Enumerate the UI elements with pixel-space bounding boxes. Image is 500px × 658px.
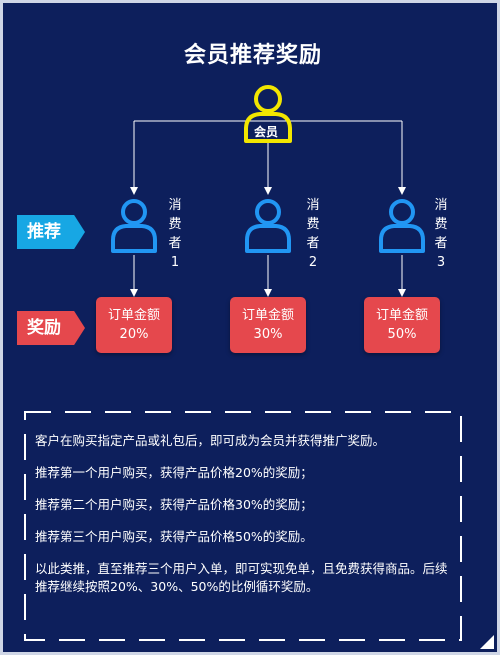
reward-tag: 奖励 — [17, 311, 85, 345]
reward-box-3: 订单金额 50% — [364, 297, 440, 353]
info-text: 客户在购买指定产品或礼包后，即可成为会员并获得推广奖励。 推荐第一个用户购买，获… — [35, 432, 455, 610]
recommend-tag: 推荐 — [17, 215, 85, 249]
info-line-1: 客户在购买指定产品或礼包后，即可成为会员并获得推广奖励。 — [35, 433, 386, 448]
info-line-4: 推荐第三个用户购买，获得产品价格50%的奖励。 — [35, 529, 313, 544]
reward-2-percent: 30% — [253, 327, 283, 342]
info-panel: 客户在购买指定产品或礼包后，即可成为会员并获得推广奖励。 推荐第一个用户购买，获… — [23, 410, 463, 642]
info-line-5: 以此类推，直至推荐三个用户入单，即可实现免单，且免费获得商品。后续推荐继续按照2… — [35, 561, 448, 594]
reward-2-label: 订单金额 — [241, 308, 294, 323]
consumer-2-icon — [245, 199, 291, 253]
consumer-1-icon — [111, 199, 157, 253]
reward-1-percent: 20% — [119, 327, 149, 342]
member-label: 会员 — [253, 125, 278, 139]
connector-lines — [130, 120, 406, 297]
reward-3-label: 订单金额 — [375, 308, 428, 323]
reward-1-label: 订单金额 — [107, 308, 160, 323]
member-icon — [244, 85, 292, 143]
consumer-3-icon — [379, 199, 425, 253]
info-line-3: 推荐第二个用户购买，获得产品价格30%的奖励； — [35, 497, 313, 512]
reward-box-1: 订单金额 20% — [96, 297, 172, 353]
reward-3-percent: 50% — [387, 327, 417, 342]
page-title: 会员推荐奖励 — [183, 43, 322, 68]
info-panel-border — [24, 411, 462, 641]
reward-box-2: 订单金额 30% — [230, 297, 306, 353]
info-line-2: 推荐第一个用户购买，获得产品价格20%的奖励； — [35, 465, 313, 480]
